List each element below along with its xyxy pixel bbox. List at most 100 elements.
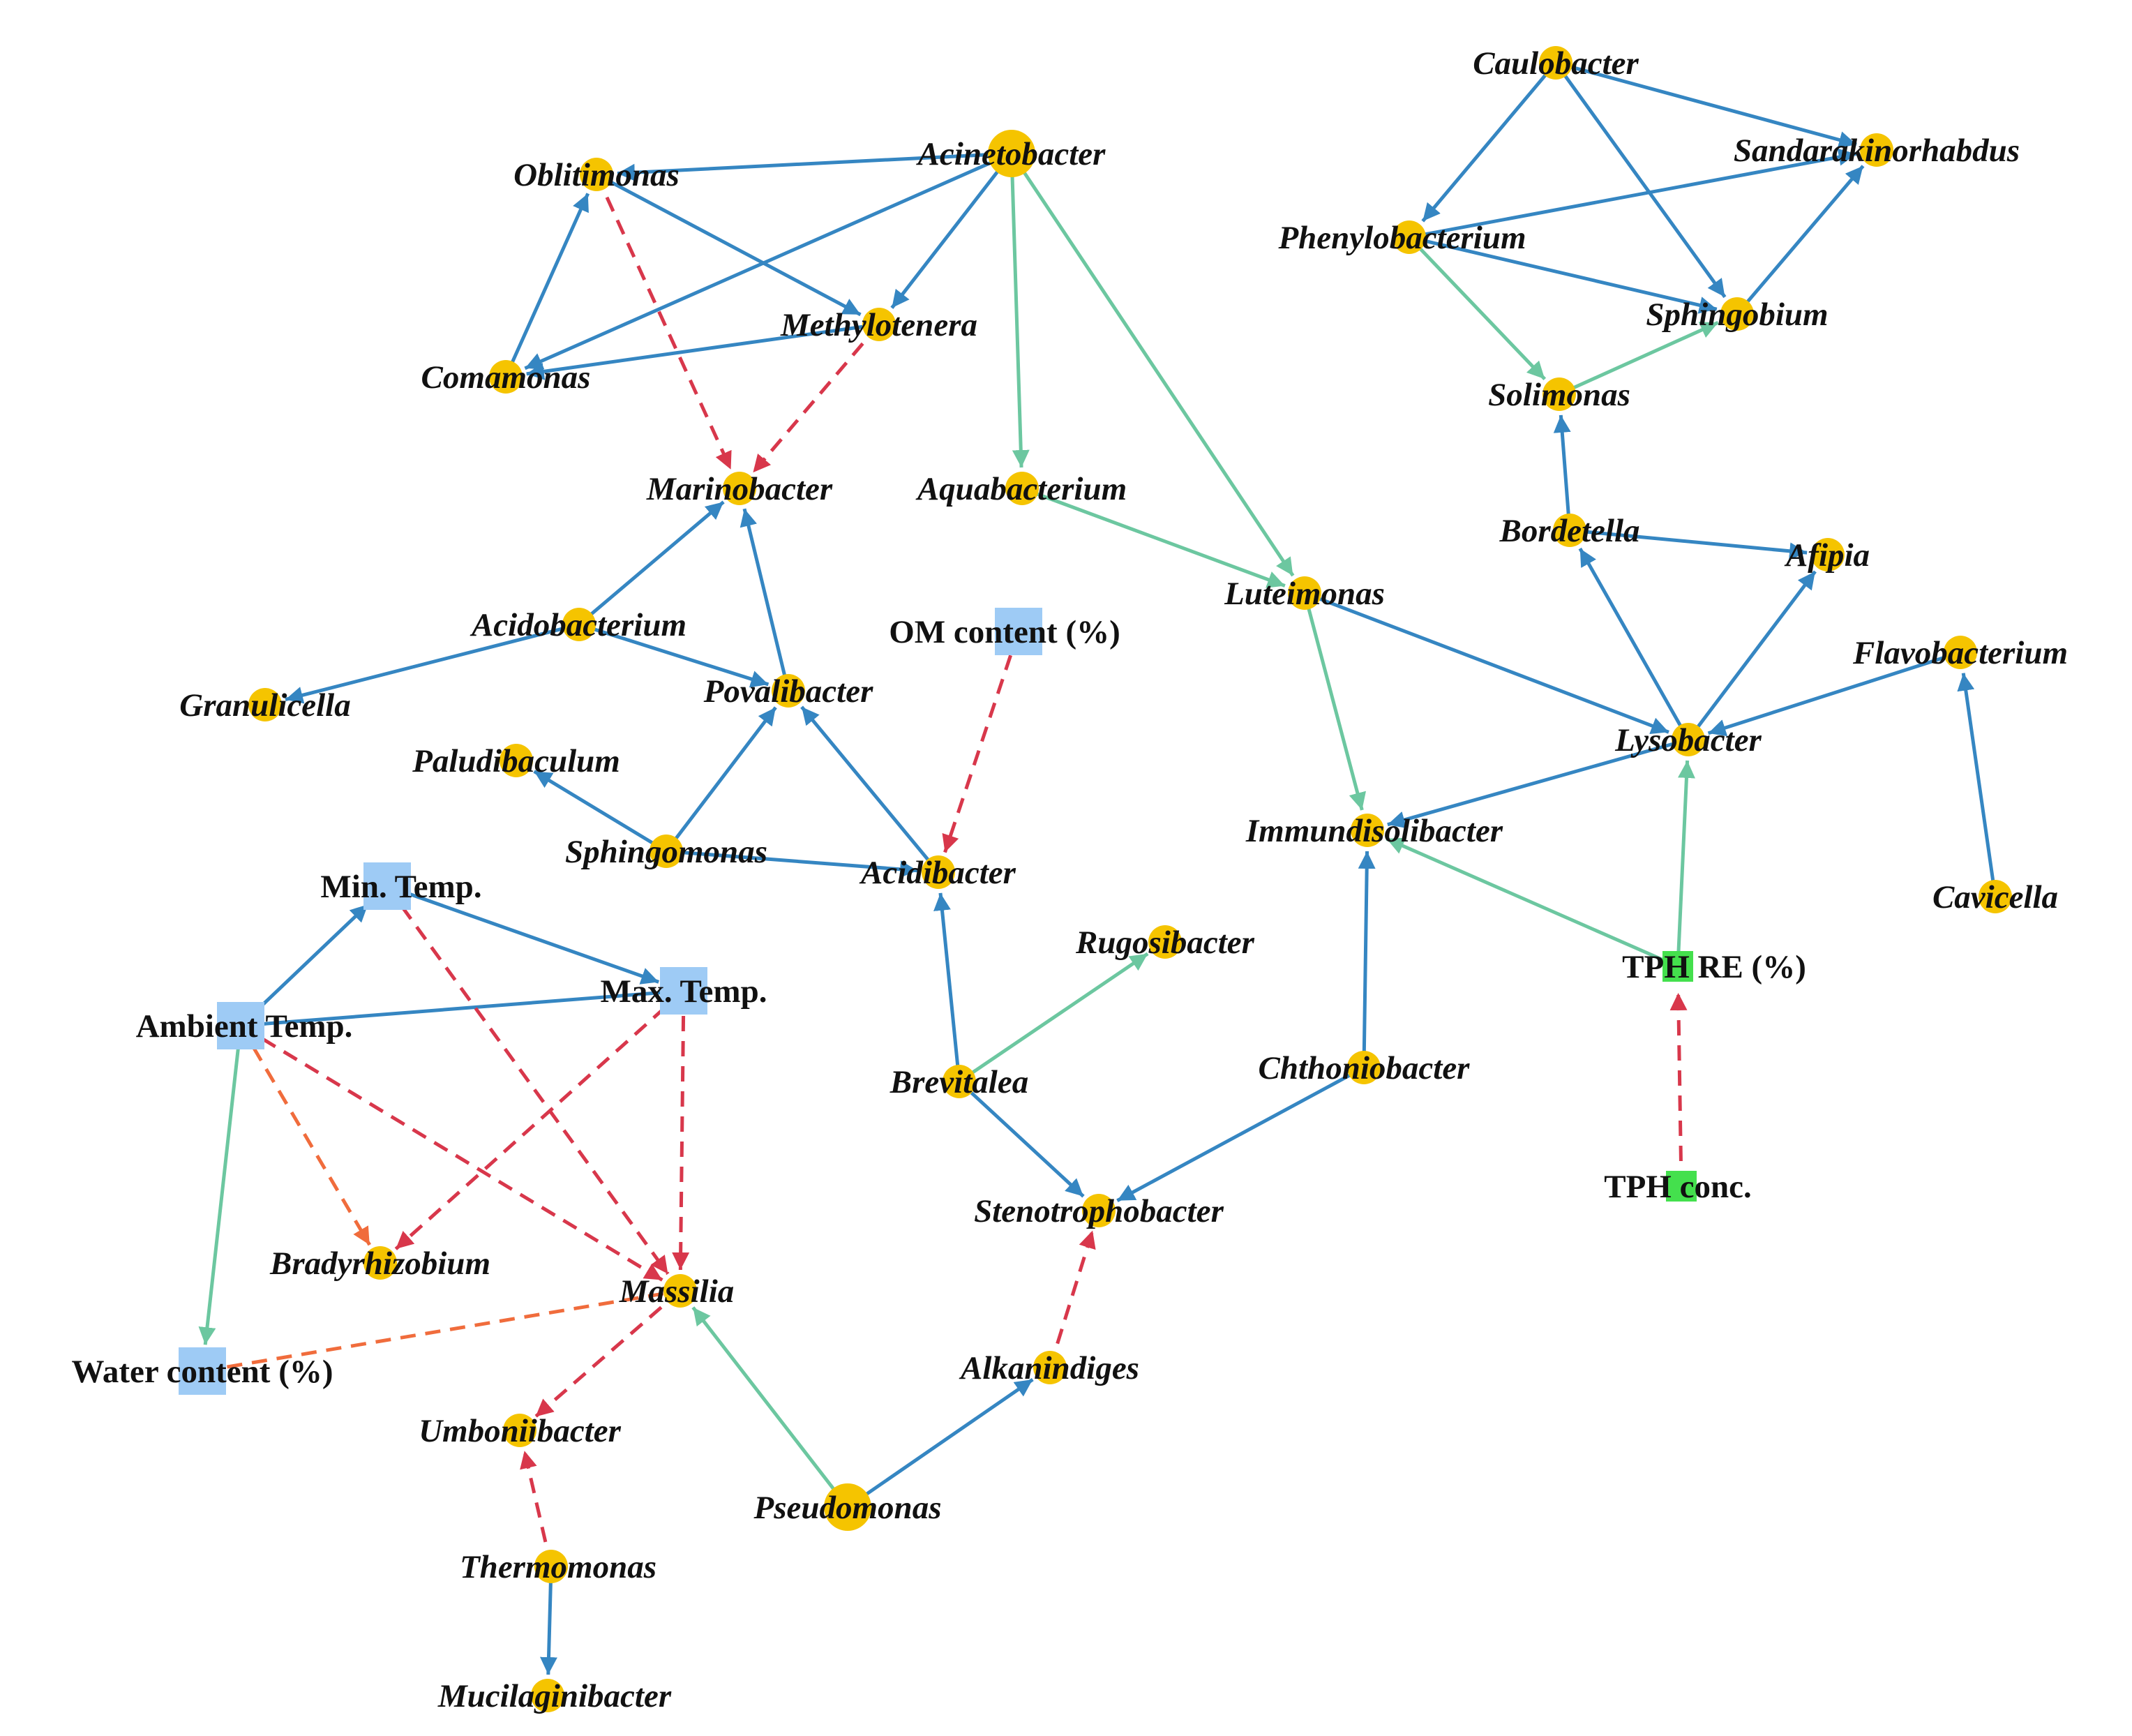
label-ambient_temp: Ambient Temp. (136, 1008, 353, 1045)
edge-oblitimonas-to-marinobacter (594, 173, 733, 470)
edge-acinetobacter-to-oblitimonas (617, 151, 1012, 181)
label-pseudomonas: Pseudomonas (753, 1490, 942, 1526)
node-massilia (663, 1274, 697, 1308)
edge-comamonas-to-oblitimonas (504, 193, 590, 378)
node-tph_conc (1666, 1171, 1697, 1202)
node-sphingobium (1720, 297, 1754, 331)
node-brevitalea (943, 1065, 976, 1098)
label-umboniibacter: Umboniibacter (419, 1413, 622, 1449)
edge-max_temp-to-ambient_temp (240, 989, 684, 1028)
edge-acinetobacter-to-comamonas (524, 151, 1013, 371)
edge-ambient_temp-to-water_content (198, 1025, 243, 1345)
node-cavicella (1979, 880, 2012, 913)
label-phenylobacterium: Phenylobacterium (1277, 220, 1526, 256)
edge-bordetella-to-afipia (1569, 528, 1808, 560)
label-bordetella: Bordetella (1499, 513, 1639, 549)
label-oblitimonas: Oblitimonas (513, 157, 680, 193)
label-massilia: Massilia (619, 1273, 735, 1310)
edge-alkanindiges-to-stenotrophobacter (1048, 1229, 1096, 1368)
label-om_content: OM content (%) (889, 614, 1120, 650)
node-umboniibacter (503, 1414, 536, 1447)
edge-caulobacter-to-sphingobium (1554, 61, 1727, 299)
edge-acidobacterium-to-granulicella (285, 622, 580, 704)
edge-om_content-to-acidibacter (942, 631, 1021, 853)
edge-cavicella-to-flavobacterium (1957, 673, 1997, 897)
edge-bordetella-to-solimonas (1553, 414, 1572, 531)
edge-brevitalea-to-rugosibacter (958, 952, 1149, 1084)
edge-methylotenera-to-comamonas (526, 322, 880, 380)
node-immundisolibacter (1351, 814, 1384, 847)
label-mucilaginibacter: Mucilaginibacter (437, 1678, 672, 1714)
edge-chthoniobacter-to-immundisolibacter (1358, 851, 1376, 1068)
node-water_content (179, 1347, 226, 1395)
edge-solimonas-to-sphingobium (1558, 321, 1719, 396)
label-max_temp: Max. Temp. (601, 973, 767, 1010)
edge-ambient_temp-to-massilia (239, 1024, 663, 1282)
label-alkanindiges: Alkanindiges (959, 1350, 1139, 1386)
edge-acinetobacter-to-aquabacterium (1009, 153, 1030, 468)
edge-phenylobacterium-to-sphingobium (1409, 235, 1718, 314)
node-afipia (1811, 538, 1845, 571)
edge-phenylobacterium-to-sandarakinorhabdus (1409, 148, 1856, 239)
edge-sphingomonas-to-acidibacter (666, 849, 918, 878)
node-oblitimonas (580, 158, 613, 191)
node-mucilaginibacter (531, 1679, 564, 1712)
edge-chthoniobacter-to-stenotrophobacter (1116, 1065, 1365, 1202)
node-ambient_temp (217, 1002, 264, 1049)
label-granulicella: Granulicella (179, 687, 350, 724)
label-sphingobium: Sphingobium (1646, 297, 1828, 333)
edge-tph_conc-to-tph_re (1669, 992, 1688, 1187)
node-alkanindiges (1033, 1351, 1067, 1384)
node-comamonas (489, 360, 523, 394)
label-methylotenera: Methylotenera (780, 307, 977, 343)
label-thermomonas: Thermomonas (460, 1549, 656, 1585)
label-caulobacter: Caulobacter (1473, 45, 1639, 82)
edge-acidobacterium-to-marinobacter (578, 500, 725, 626)
edge-thermomonas-to-mucilaginibacter (539, 1566, 557, 1675)
label-lysobacter: Lysobacter (1614, 722, 1762, 758)
node-min_temp (363, 862, 411, 910)
label-marinobacter: Marinobacter (646, 471, 833, 507)
edge-acidobacterium-to-povalibacter (578, 622, 770, 688)
label-stenotrophobacter: Stenotrophobacter (974, 1193, 1224, 1229)
node-aquabacterium (1005, 472, 1039, 505)
edge-tph_re-to-lysobacter (1676, 760, 1695, 967)
label-rugosibacter: Rugosibacter (1075, 925, 1255, 961)
edge-luteimonas-to-lysobacter (1304, 591, 1669, 735)
edge-pseudomonas-to-alkanindiges (846, 1377, 1034, 1509)
label-afipia: Afipia (1784, 537, 1870, 574)
label-chthoniobacter: Chthoniobacter (1259, 1050, 1471, 1086)
label-tph_re: TPH RE (%) (1622, 949, 1806, 985)
node-acinetobacter (988, 130, 1035, 177)
node-povalibacter (772, 674, 805, 708)
node-granulicella (248, 688, 282, 721)
node-lysobacter (1672, 723, 1705, 756)
edge-brevitalea-to-acidibacter (933, 892, 961, 1082)
edge-lysobacter-to-immundisolibacter (1387, 738, 1689, 829)
edge-sphingobium-to-sandarakinorhabdus (1736, 165, 1865, 315)
node-acidobacterium (562, 608, 596, 641)
node-max_temp (660, 967, 707, 1015)
edge-lysobacter-to-afipia (1687, 570, 1817, 741)
edge-thermomonas-to-umboniibacter (520, 1450, 553, 1567)
label-acidobacterium: Acidobacterium (470, 607, 686, 643)
node-phenylobacterium (1392, 220, 1426, 254)
node-om_content (995, 608, 1042, 655)
node-chthoniobacter (1347, 1051, 1381, 1084)
label-aquabacterium: Aquabacterium (915, 471, 1127, 507)
label-sphingomonas: Sphingomonas (565, 834, 767, 870)
edge-max_temp-to-massilia (672, 990, 690, 1271)
label-luteimonas: Luteimonas (1224, 576, 1385, 612)
label-paludibaculum: Paludibaculum (412, 743, 620, 779)
node-methylotenera (862, 308, 896, 341)
edge-min_temp-to-massilia (385, 885, 670, 1275)
edge-phenylobacterium-to-solimonas (1408, 236, 1547, 381)
node-marinobacter (723, 472, 756, 505)
label-acinetobacter: Acinetobacter (916, 136, 1106, 172)
label-sandarakinorhabdus: Sandarakinorhabdus (1734, 133, 2020, 169)
node-luteimonas (1288, 576, 1321, 610)
node-solimonas (1542, 377, 1576, 411)
node-paludibaculum (500, 744, 533, 777)
edge-acinetobacter-to-methylotenera (890, 152, 1013, 309)
